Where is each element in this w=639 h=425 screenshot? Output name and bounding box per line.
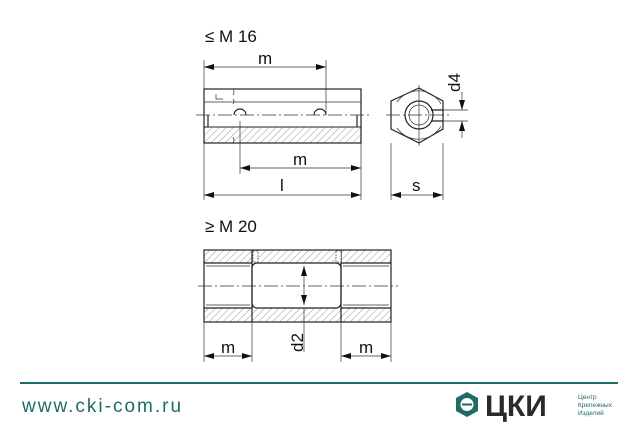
dim-l: l xyxy=(280,176,284,195)
logo-sub-1: Центр xyxy=(578,394,597,401)
side-view-small: m m l xyxy=(196,49,370,200)
dim-m-top: m xyxy=(258,49,272,68)
logo-sub-2: Крепежных xyxy=(578,402,613,409)
website-link[interactable]: www.cki-com.ru xyxy=(21,396,183,417)
logo-text: ЦКИ xyxy=(485,390,547,423)
dim-m-mid: m xyxy=(293,150,307,169)
heading-upper: ≤ M 16 xyxy=(205,27,257,46)
heading-lower: ≥ M 20 xyxy=(205,217,257,236)
dim-m-right: m xyxy=(359,338,373,357)
section-view-large: d2 m m xyxy=(198,249,398,362)
dim-s: s xyxy=(412,176,421,195)
dim-d4: d4 xyxy=(445,73,464,92)
hex-end-view: d4 s xyxy=(386,73,468,200)
dim-m-left: m xyxy=(221,338,235,357)
cki-logo: ЦКИ Центр Крепежных Изделий xyxy=(456,390,613,423)
dim-d2: d2 xyxy=(288,333,307,352)
logo-sub-3: Изделий xyxy=(578,409,604,417)
